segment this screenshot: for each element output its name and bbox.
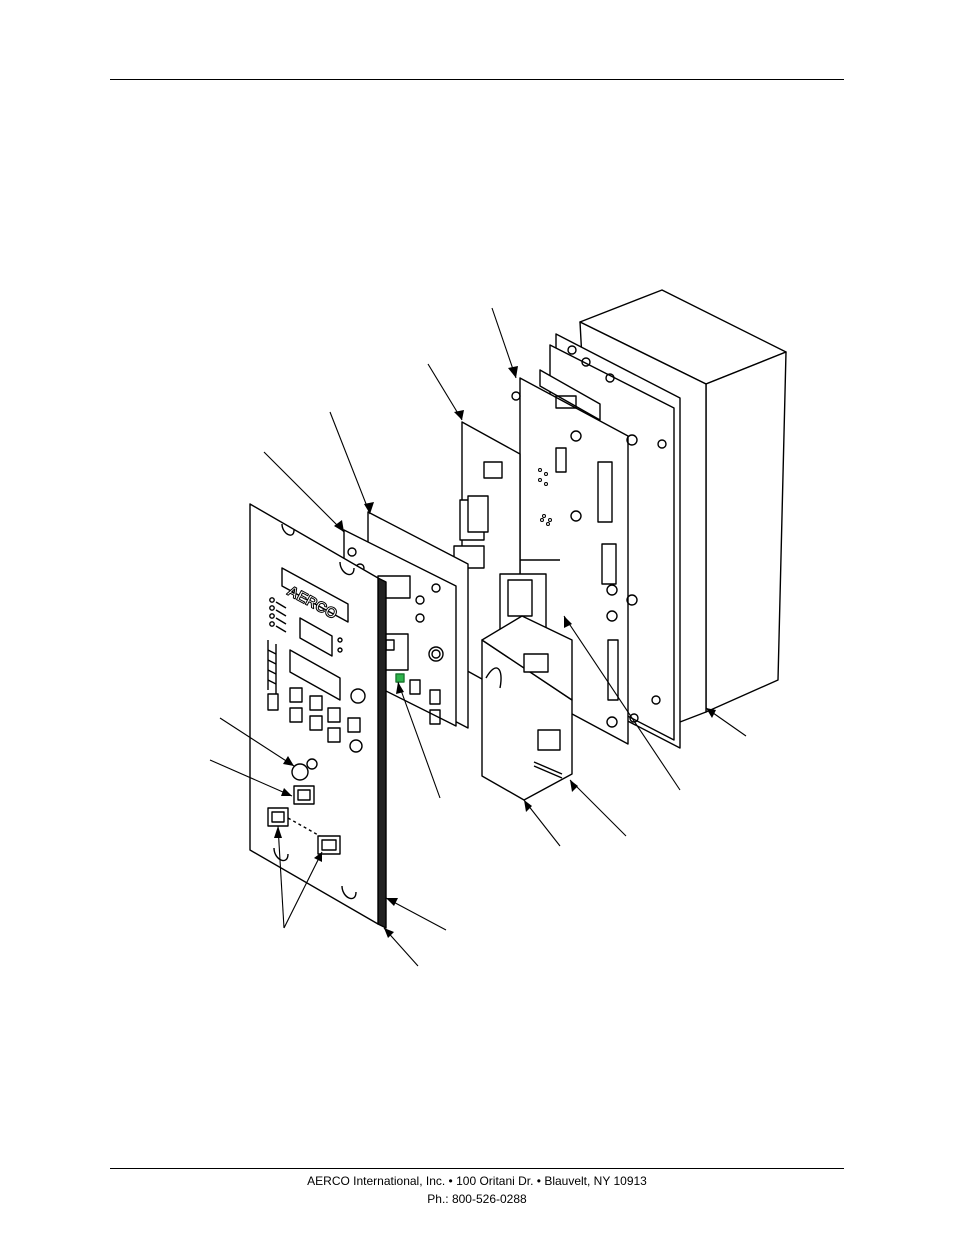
footer-address: AERCO International, Inc. • 100 Oritani … — [307, 1174, 647, 1188]
leader-lines — [209, 307, 747, 967]
front-panel: AERCO — [249, 503, 379, 925]
front-panel-edge — [377, 577, 387, 929]
page-footer: AERCO International, Inc. • 100 Oritani … — [110, 1172, 844, 1208]
arrowheads — [274, 366, 716, 938]
footer-phone: Ph.: 800-526-0288 — [427, 1192, 527, 1206]
header-rule — [110, 79, 844, 80]
footer-rule — [110, 1168, 844, 1169]
relay-board — [481, 615, 573, 801]
front-switches — [267, 758, 341, 855]
